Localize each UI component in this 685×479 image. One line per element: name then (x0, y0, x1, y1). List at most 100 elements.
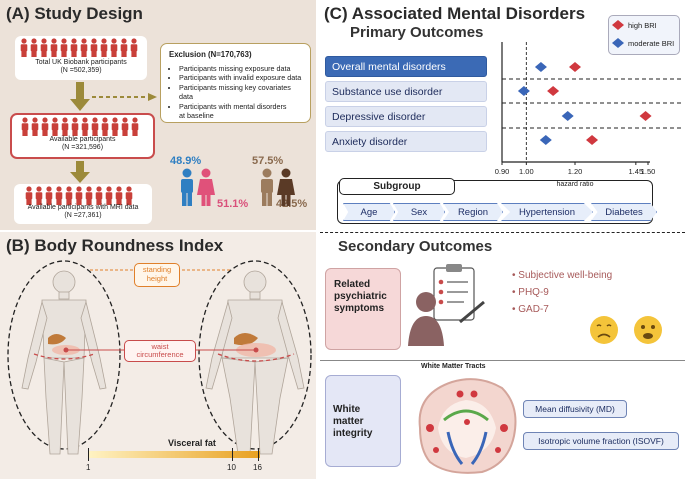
white-matter-tracts-title: White Matter Tracts (421, 363, 486, 370)
person-icon (80, 38, 88, 57)
exclusion-item-cont: at baseline (179, 110, 214, 120)
person-icon (21, 117, 29, 136)
symptom-item: • PHQ-9 (512, 287, 549, 298)
subgroup-region[interactable]: Region (443, 203, 503, 221)
person-icon (91, 117, 99, 136)
person-icon (40, 38, 48, 57)
related-symptoms-box: Related psychiatric symptoms (325, 268, 401, 350)
available-label: Available participants (49, 136, 116, 143)
visceral-fat-bar (88, 451, 260, 458)
panel-a-title: (A) Study Design (6, 4, 143, 23)
person-icon (50, 38, 58, 57)
marker-high-bri (547, 86, 560, 96)
total-participants-text: Total UK Biobank participants (N =502,35… (15, 59, 147, 76)
forest-x-tick-label: 0.90 (495, 167, 510, 176)
female-person-icon (197, 168, 215, 206)
worried-face-icon (634, 316, 662, 344)
secondary-outcomes-title: Secondary Outcomes (338, 238, 493, 255)
person-icon (111, 117, 119, 136)
waist-line-left (33, 353, 95, 360)
sad-face-icon (590, 316, 618, 344)
person-icon (101, 117, 109, 136)
human-body-left (21, 270, 107, 455)
outcome-overall[interactable]: Overall mental disorders (325, 56, 487, 77)
exclusion-title: Exclusion (N=170,763) (169, 50, 252, 59)
person-icon (60, 38, 68, 57)
symptom-text: Subjective well-being (518, 270, 613, 281)
legend-high-label: high BRI (628, 21, 657, 30)
person-icon (35, 186, 43, 205)
legend-moderate-marker (612, 38, 624, 48)
outcome-depressive[interactable]: Depressive disorder (325, 106, 487, 127)
symptom-list: • Subjective well-being • PHQ-9 • GAD-7 (512, 270, 612, 315)
person-icon (120, 38, 128, 57)
person-icon (41, 117, 49, 136)
exclusion-item: Participants missing key covariates data (179, 83, 302, 102)
legend-box (608, 15, 680, 55)
pct-group1: 57.5% (252, 155, 284, 167)
scale-tick-1 (88, 448, 89, 461)
person-icon-row (20, 38, 138, 57)
person-icon (85, 186, 93, 205)
exclusion-box: Exclusion (N=170,763) Participants missi… (160, 43, 311, 123)
mri-participants-text: Available participants with MRI data (N … (14, 204, 152, 221)
body-illustration (7, 260, 312, 455)
subgroup-title: Subgroup (339, 178, 455, 195)
liver-right (234, 333, 258, 346)
person-icon (110, 38, 118, 57)
available-n: (N =321,596) (61, 144, 104, 152)
section-divider (320, 232, 685, 233)
person-icon (75, 186, 83, 205)
person-icon-row (25, 186, 133, 205)
visceral-fat-label: Visceral fat (168, 438, 216, 448)
person-icon (65, 186, 73, 205)
flow-arrow-1-shaft (76, 82, 84, 100)
panel-b-title: (B) Body Roundness Index (6, 236, 224, 255)
md-label: Mean diffusivity (MD) (523, 400, 627, 418)
pct-male: 48.9% (170, 155, 202, 167)
flow-arrow-2-shaft (76, 161, 84, 173)
person-icon (71, 117, 79, 136)
forest-x-label: hazard ratio (557, 181, 594, 188)
person-icon (115, 186, 123, 205)
male-female-icons (181, 168, 215, 206)
outcome-substance[interactable]: Substance use disorder (325, 81, 487, 102)
male-person-icon (181, 168, 193, 206)
symptom-text: PHQ-9 (518, 287, 549, 298)
flow-arrow-2-head (70, 172, 90, 183)
primary-outcomes-title: Primary Outcomes (350, 24, 484, 41)
white-matter-box: White matter integrity (325, 375, 401, 467)
marker-moderate-bri (539, 135, 552, 145)
waist-dot-right (253, 347, 259, 353)
subgroup-diabetes[interactable]: Diabetes (591, 203, 657, 221)
scale-tick-16 (258, 448, 259, 461)
mri-label: Available participants with MRI data (27, 204, 139, 211)
person-icon-light (261, 168, 273, 206)
exclusion-list: Participants missing exposure data Parti… (179, 64, 302, 111)
scale-tick-10 (232, 448, 233, 461)
mri-n: (N =27,361) (64, 212, 102, 220)
scale-label-1: 1 (86, 463, 91, 472)
person-icon (55, 186, 63, 205)
person-icon-dark (277, 168, 295, 206)
legend-markers (612, 20, 624, 48)
subgroup-frame (337, 180, 653, 224)
forest-x-tick-label: 1.00 (519, 167, 534, 176)
body-ellipse-right (198, 260, 312, 450)
person-icon (90, 38, 98, 57)
symptom-item: • GAD-7 (512, 304, 549, 315)
subgroup-hypertension[interactable]: Hypertension (501, 203, 593, 221)
people-icons-available (20, 117, 142, 142)
group-person-icons (261, 168, 295, 206)
forest-x-tick-label: 1.45 (629, 167, 644, 176)
marker-moderate-bri (534, 62, 547, 72)
panel-c-title: (C) Associated Mental Disorders (324, 4, 586, 23)
waist-line-right (217, 353, 295, 362)
subgroup-age[interactable]: Age (343, 203, 395, 221)
person-icon-row (21, 117, 139, 136)
subgroup-sex[interactable]: Sex (393, 203, 445, 221)
symptom-text: GAD-7 (518, 304, 549, 315)
outcome-anxiety[interactable]: Anxiety disorder (325, 131, 487, 152)
person-icon (131, 117, 139, 136)
total-label: Total UK Biobank participants (35, 59, 127, 66)
